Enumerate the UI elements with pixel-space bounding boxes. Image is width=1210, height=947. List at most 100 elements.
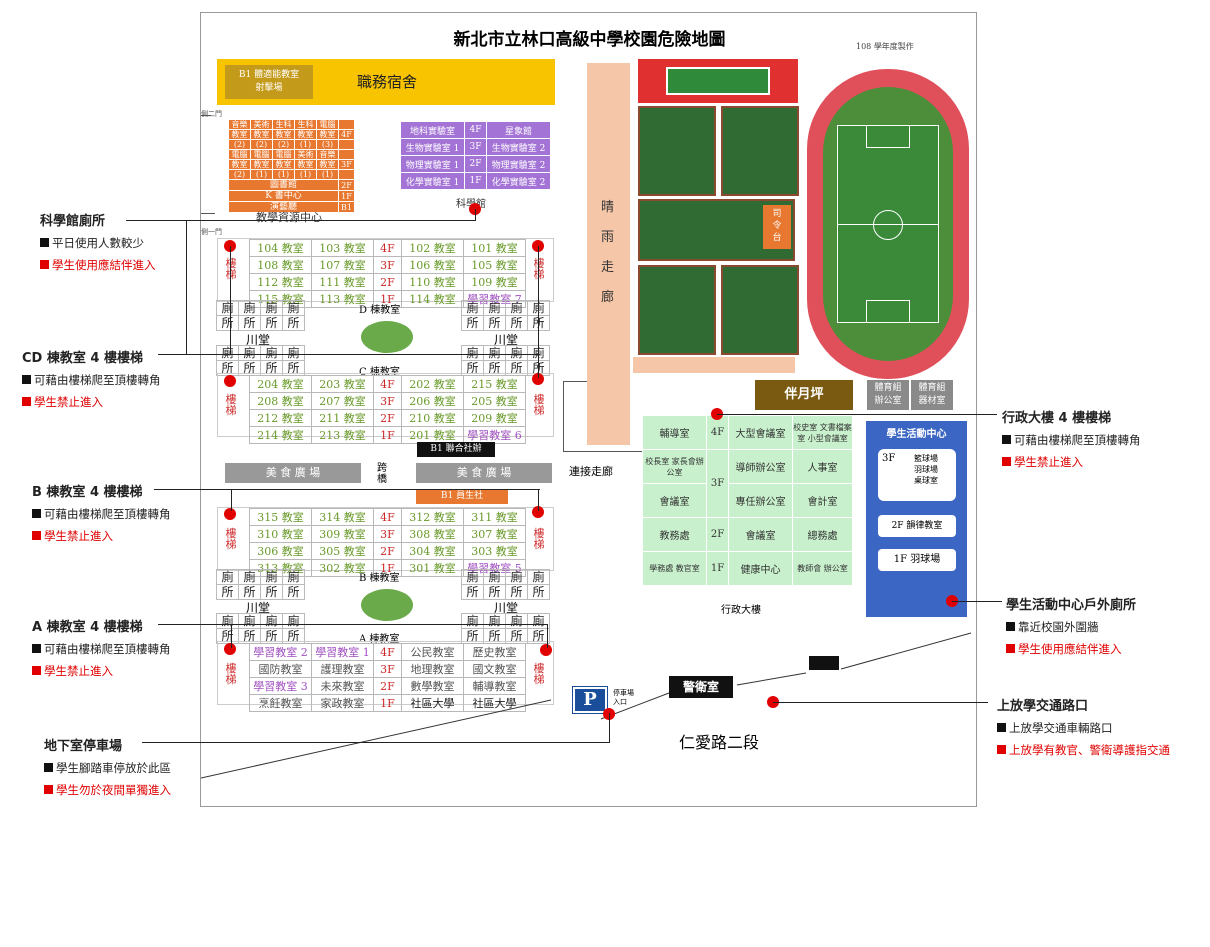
a-stairs-right: 樓梯 [533, 662, 545, 686]
callout-title: B 棟教室 4 樓樓梯 [32, 485, 143, 500]
danger-marker-a-stairs[interactable] [224, 643, 236, 655]
d-stairs-left: 樓梯 [225, 257, 237, 281]
outdoor-toilet [809, 656, 839, 670]
toilet-label: 廁 [527, 569, 550, 585]
b-stairs-right: 樓梯 [533, 527, 545, 551]
lab-room: 星象館 [486, 121, 551, 139]
link-line [563, 451, 643, 452]
toilet-label: 所 [461, 315, 484, 331]
toilet-label: 所 [282, 315, 305, 331]
toilet-label: 所 [505, 315, 528, 331]
admin-room: 教務處 [642, 517, 707, 552]
callout-title: 地下室停車場 [44, 739, 123, 754]
lab-room: 地科實驗室 [400, 121, 465, 139]
b-stairs-left: 樓梯 [225, 527, 237, 551]
danger-marker-b-stairs[interactable] [224, 508, 236, 520]
activity-center-label: 學生活動中心 [886, 429, 947, 440]
admin-room: 專任辦公室 [728, 483, 793, 518]
leader-line [475, 209, 476, 221]
activity-3f: 3F 籃球場羽球場桌球室 [878, 449, 956, 501]
leader-line [538, 246, 539, 378]
danger-marker-c-stairs[interactable] [532, 373, 544, 385]
toilet-label: 所 [216, 584, 239, 600]
activity-2f: 2F 韻律教室 [878, 515, 956, 537]
leader-line [126, 220, 476, 221]
callout-title: 上放學交通路口 [997, 699, 1089, 714]
toilet-block: 廁廁廁廁所所所所 [461, 613, 550, 644]
callout-title: 學生活動中心戶外廁所 [1006, 598, 1137, 613]
food-court-left: 美 食 廣 場 [225, 463, 361, 483]
hall-label: 川堂 [246, 333, 271, 347]
classroom: 209 教室 [463, 409, 526, 427]
rain-corridor: 晴雨走廊 [587, 63, 630, 445]
leader-line [231, 489, 232, 511]
toilet-block: 廁廁廁廁所所所所 [216, 300, 305, 331]
callout-traffic: 上放學交通路口 上放學交通車輛路口 上放學有教官、警衛導護指交通 [997, 695, 1207, 758]
guard-room: 警衛室 [669, 676, 733, 698]
parking-icon: P [572, 686, 608, 714]
leader-line [231, 624, 232, 648]
classroom: 303 教室 [463, 542, 526, 560]
danger-marker-a-stairs[interactable] [540, 644, 552, 656]
floor-label: 1F [464, 172, 487, 190]
library-room: 演藝廳 [228, 201, 339, 213]
gate-mark [201, 213, 215, 214]
toilet-label: 所 [527, 584, 550, 600]
leader-line [158, 624, 548, 625]
floor-label: 3F [373, 392, 402, 410]
lab-room: 物理實驗室 1 [400, 155, 465, 173]
produced-note: 108 學年度製作 [856, 42, 914, 51]
toilet-label: 廁 [282, 300, 305, 316]
leader-line [773, 702, 988, 703]
leader-line [230, 246, 231, 354]
toilet-label: 所 [282, 584, 305, 600]
callout-science: 科學館廁所 平日使用人數較少 學生使用應結伴進入 [40, 210, 200, 273]
danger-marker-b-stairs[interactable] [532, 506, 544, 518]
link-corridor-label: 連接走廊 [569, 465, 613, 478]
toilet-label: 廁 [461, 569, 484, 585]
c-stairs-right: 樓梯 [533, 393, 545, 417]
callout-a-stairs: A 棟教室 4 樓樓梯 可藉由樓梯爬至頂樓轉角 學生禁止進入 [32, 616, 202, 679]
toilet-label: 所 [216, 360, 239, 376]
danger-marker-c-stairs[interactable] [224, 375, 236, 387]
command-stage: 司令台 [763, 205, 791, 249]
c-stairs-left: 樓梯 [225, 393, 237, 417]
gate-mark [201, 115, 211, 116]
lab-room: 化學實驗室 1 [400, 172, 465, 190]
callout-b-stairs: B 棟教室 4 樓樓梯 可藉由樓梯爬至頂樓轉角 學生禁止進入 [32, 481, 202, 544]
sports-equipment-room: 體育組器材室 [911, 380, 953, 410]
classroom: 社區大學 [463, 694, 526, 712]
toilet-label: 所 [238, 584, 261, 600]
a-building-label: A 棟教室 [359, 634, 400, 645]
admin-room: 導師辦公室 [728, 449, 793, 484]
toilet-label: 廁 [483, 569, 506, 585]
admin-room: 教師會 辦公室 [792, 551, 853, 586]
bridge-label: 跨橋 [377, 463, 387, 485]
hall-label: 川堂 [494, 601, 519, 615]
road-label: 仁愛路二段 [679, 733, 760, 752]
b1-union-club: B1 聯合社辦 [417, 442, 495, 457]
classroom: 111 教室 [311, 273, 374, 291]
admin-room: 健康中心 [728, 551, 793, 586]
classroom: 203 教室 [311, 375, 374, 393]
classroom: 113 教室 [311, 290, 374, 308]
toilet-label: 所 [260, 315, 283, 331]
admin-room: 校史室 文書檔案室 小型會議室 [792, 415, 853, 450]
link-line [563, 381, 564, 451]
callout-title: 科學館廁所 [40, 214, 106, 229]
b1-fitness-room: B1 體適能教室射擊場 [225, 65, 313, 99]
toilet-label: 所 [282, 628, 305, 644]
food-court-right: 美 食 廣 場 [416, 463, 552, 483]
campus-map: 新北市立林口高級中學校園危險地圖 108 學年度製作 B1 體適能教室射擊場 職… [200, 12, 977, 807]
classroom: 105 教室 [463, 256, 526, 274]
classroom: 108 教室 [249, 256, 312, 274]
garden-d [361, 321, 413, 353]
b1-coop: B1 員生社 [416, 489, 508, 504]
admin-room: 總務處 [792, 517, 853, 552]
running-track [807, 69, 969, 379]
leader-line [154, 489, 540, 490]
d-stairs-right: 樓梯 [533, 257, 545, 281]
